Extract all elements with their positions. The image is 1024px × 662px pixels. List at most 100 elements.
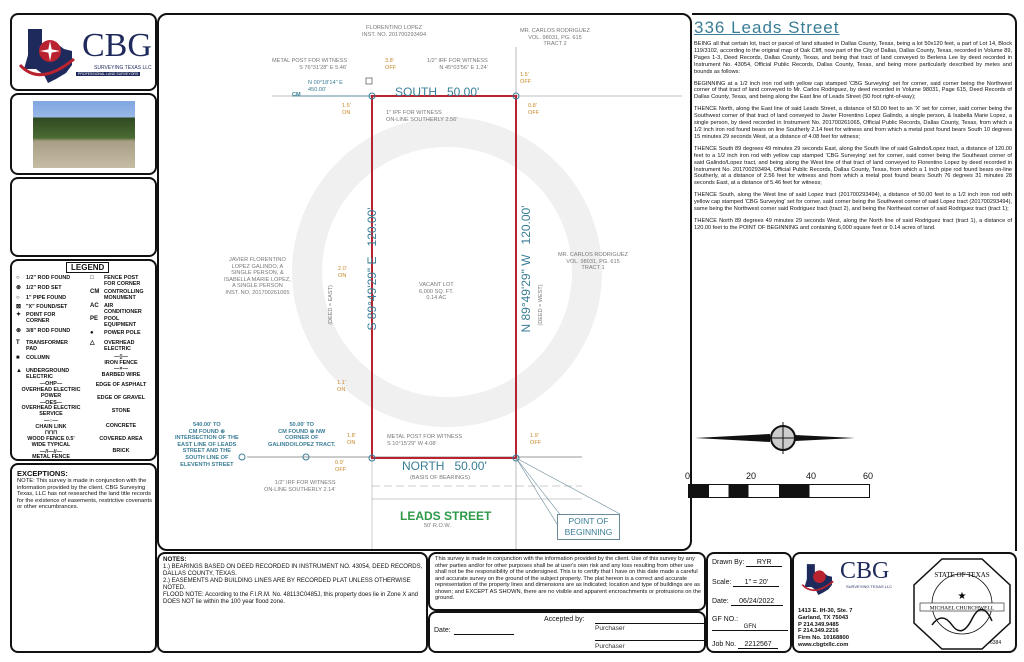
legend-line-item: —×— BARBED WIRE [101,366,141,378]
job-label: Job No. [712,641,737,648]
w-offset-on: 2.0' ON [338,266,347,279]
company-logo-icon [18,29,75,83]
address-line: Firm No. 10168800 [798,635,849,642]
scale-tick-label: 0 [685,471,691,481]
legend-item: AIR CONDITIONER [104,303,142,315]
notes-title: NOTES: [163,556,187,563]
company-tagline: PROFESSIONAL LAND SURVEYORS [76,72,141,76]
purchaser-label-2: Purchaser [595,643,625,650]
legend-symbol-icon: □ [90,275,94,281]
drawn-by-value: RYR [746,559,783,567]
note-line: 2.) EASEMENTS AND BUILDING LINES ARE BY … [163,577,411,591]
photo-panel [10,93,157,175]
acceptance-date-line[interactable] [454,634,514,635]
exceptions-panel: EXCEPTIONS: NOTE: This survey is made in… [10,463,157,653]
address-line: P 214.349.9485 [798,621,839,628]
description-paragraph: THENCE South, along the West line of sai… [694,192,1012,213]
accepted-by-label: Accepted by: [544,616,585,623]
legal-description: 336 Leads Street BEING all that certain … [692,13,1017,551]
top-boundary-call: SOUTH 50.00' [395,85,480,99]
se-offset-off: 1.9' OFF [530,433,542,446]
scale-tick-label: 60 [863,471,874,481]
legend-item: POOL EQUIPMENT [104,316,137,328]
surveyor-seal-icon: STATE OF TEXAS ★ MICHAEL CHURCHWELL [913,558,1011,650]
legend-line-item: ⊓⊓⊓ WOOD FENCE 0.5' WIDE TYPICAL [27,430,75,448]
ne-offset-off-2: 0.8' OFF [528,103,540,116]
legend-symbol-icon: ⊠ [16,304,22,310]
date-value: 06/24/2022 [730,598,783,606]
property-photo [33,101,135,168]
address-line: 1413 E. IH-30, Ste. 7 [798,608,853,614]
purchaser-signature-line-2[interactable] [595,640,705,641]
description-paragraph: BEING all that certain lot, tract or par… [694,41,1012,75]
legend-line-item: —OES— OVERHEAD ELECTRIC SERVICE [21,399,81,418]
company-name: CBG [82,27,152,64]
note-line: FLOOD NOTE: According to the F.I.R.M. No… [163,591,419,605]
east-owner-tract1-label: MR. CARLOS RODRIGUEZ VOL. 98031, PG. 615… [558,252,628,272]
legend-item: 1/2" ROD SET [26,285,62,291]
certification-panel: This survey is made in conjunction with … [428,552,706,611]
purchaser-label-1: Purchaser [595,625,625,632]
gf-label: GF NO.: [712,616,739,623]
legend-symbol-icon: ○ [16,295,20,301]
cm-540-label: 540.00' TO CM FOUND ⊕ INTERSECTION OF TH… [175,422,239,468]
street-name: LEADS STREET [400,509,492,523]
basis-of-bearings-label: (BASIS OF BEARINGS) [410,475,470,481]
acceptance-panel: Accepted by: Purchaser Date: Purchaser [428,611,706,653]
legend-line-item: COVERED AREA [99,436,143,442]
legend-line-item: CONCRETE [105,423,137,429]
legend-symbol-icon: ⊛ [16,285,22,291]
address-line: Garland, TX 75043 [798,614,849,621]
plat-lines [238,47,682,549]
legend-symbol-icon: AC [90,303,99,309]
lot-boundary [371,95,517,459]
scale-label: Scale: [712,579,732,586]
legend-line-item: —▯— IRON FENCE [104,354,138,366]
legend-item: POWER POLE [104,330,141,336]
exceptions-title: EXCEPTIONS: [17,469,68,478]
gf-value: GFN [712,624,788,631]
legend-symbol-icon: ● [90,330,94,336]
legend-symbol-icon: ▲ [16,368,22,374]
svg-text:★: ★ [958,591,967,602]
legend-symbol-icon: PE [90,316,99,322]
legend-line-item: —○— CHAIN LINK [35,418,67,430]
seal-number: 6384 [990,640,1002,646]
address-line: www.cbgtxllc.com [798,641,849,648]
description-paragraph: THENCE North, along the East line of sai… [694,106,1012,140]
legend-symbol-icon: ⊛ [16,328,22,334]
legend-symbol-icon: ✦ [16,312,22,318]
legend-line-item: BRICK [112,448,130,454]
svg-text:STATE OF TEXAS: STATE OF TEXAS [934,571,989,579]
legend-line-item: EDGE OF ASPHALT [95,382,147,388]
left-deed-note: (DEED = EAST) [328,285,334,325]
right-boundary-call: N 89°49'29" W 120.00' [519,205,533,333]
right-deed-note: (DEED = WEST) [538,284,544,326]
legend-symbol-icon: ■ [16,355,20,361]
job-field: Job No. 2212567 [712,641,779,649]
cm-north-label: CM [292,92,301,98]
job-info-panel: Drawn By: RYR Scale: 1" = 20' Date: 06/2… [706,552,792,653]
legend-panel: LEGEND ○1/2" ROD FOUND⊛1/2" ROD SET○1" P… [10,259,157,461]
acceptance-date-label: Date: [434,627,451,634]
legend-symbol-icon: △ [90,340,95,346]
purchaser-signature-line-1[interactable] [595,623,705,624]
description-paragraph: THENCE South 89 degrees 49 minutes 29 se… [694,145,1012,187]
blank-panel [10,177,157,257]
cm-50-label: 50.00' TO CM FOUND ⊕ NW CORNER OF GALIND… [268,422,336,448]
legend-title: LEGEND [66,262,110,273]
east-owner-tract2-label: MR. CARLOS RODRIGUEZ VOL. 98031, PG. 615… [520,28,590,48]
scale-tick-label: 20 [746,471,757,481]
certification-text: This survey is made in conjunction with … [435,556,702,601]
legend-symbol-icon: ○ [16,275,20,281]
nw-offset-on: 1.5' ON [342,103,351,116]
legend-item: POINT FOR CORNER [26,312,56,324]
drawn-by-field: Drawn By: RYR [712,559,783,567]
legend-item: 1" PIPE FOUND [26,295,66,301]
company-name-small: CBG [840,558,890,584]
date-field: Date: 06/24/2022 [712,598,783,606]
cm-bearing-label: N 00°18'14" E 450.00' [308,80,343,93]
ne-offset-off: 1.5' OFF [520,72,532,85]
legend-line-item: EDGE OF GRAVEL [97,395,145,401]
ipf-nw-label: 1" IPF FOR WITNESS ON-LINE SOUTHERLY 2.5… [386,110,458,123]
